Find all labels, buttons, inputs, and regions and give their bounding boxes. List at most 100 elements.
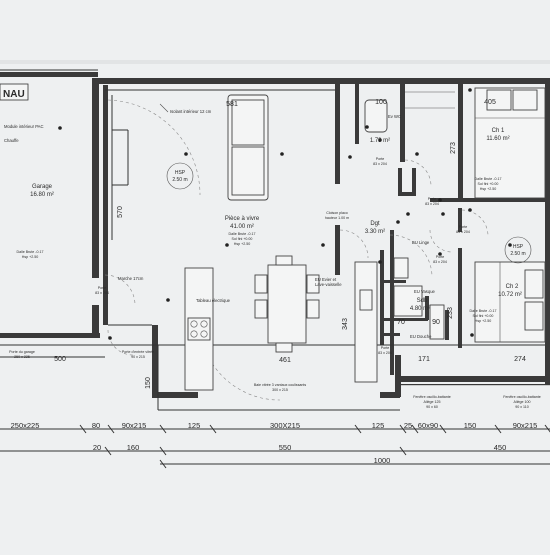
svg-text:570: 570 bbox=[117, 206, 124, 218]
interior-walls bbox=[335, 84, 546, 375]
svg-text:2.50 m: 2.50 m bbox=[172, 177, 187, 183]
svg-text:EU Vasque: EU Vasque bbox=[414, 289, 436, 294]
svg-text:Allège 100: Allège 100 bbox=[514, 400, 531, 404]
svg-text:83 x 204: 83 x 204 bbox=[378, 351, 392, 355]
dim-row1-1: 80 bbox=[92, 421, 100, 430]
svg-text:hauteur 1.00 m: hauteur 1.00 m bbox=[325, 216, 349, 220]
svg-text:90 x 110: 90 x 110 bbox=[515, 405, 529, 409]
dimension-chains: 250x225 80 90x215 125 300X215 125 25 60x… bbox=[0, 421, 550, 469]
svg-text:Dalle Brute -0.17: Dalle Brute -0.17 bbox=[17, 250, 44, 254]
svg-text:Dalle Brute -0.17: Dalle Brute -0.17 bbox=[475, 177, 502, 181]
svg-text:Cloison placo: Cloison placo bbox=[326, 211, 348, 215]
svg-text:Ch 1: Ch 1 bbox=[492, 128, 505, 134]
sofa bbox=[227, 94, 269, 201]
svg-text:Dgt: Dgt bbox=[370, 221, 380, 227]
dim-row1-9: 90x215 bbox=[513, 421, 538, 430]
svg-text:Baie vitrée 3 vantaux coulissa: Baie vitrée 3 vantaux coulissants bbox=[254, 383, 307, 387]
svg-text:Fenêtre oscillo-battante: Fenêtre oscillo-battante bbox=[503, 395, 541, 399]
svg-text:Allège 125: Allège 125 bbox=[424, 400, 441, 404]
svg-text:405: 405 bbox=[484, 99, 496, 106]
svg-text:233: 233 bbox=[447, 307, 454, 319]
dim-row2-2: 550 bbox=[279, 443, 292, 452]
hsp-marker-living: HSP 2.50 m bbox=[166, 162, 194, 190]
svg-text:83 x 204: 83 x 204 bbox=[425, 202, 439, 206]
svg-text:90: 90 bbox=[432, 319, 440, 326]
svg-text:Hsp +2.50: Hsp +2.50 bbox=[475, 319, 491, 323]
svg-text:90 x 215: 90 x 215 bbox=[131, 355, 145, 359]
svg-text:461: 461 bbox=[279, 357, 291, 364]
svg-text:41.00 m²: 41.00 m² bbox=[230, 224, 254, 230]
dining-table bbox=[254, 255, 320, 353]
svg-text:2.50 m: 2.50 m bbox=[510, 251, 525, 257]
svg-text:83 x 204: 83 x 204 bbox=[373, 162, 387, 166]
svg-text:Ev WC: Ev WC bbox=[388, 114, 401, 119]
electrical-points bbox=[58, 88, 512, 340]
room-sdb: Sdb 4.80 m² bbox=[410, 298, 430, 312]
room-dgt: Dgt 3.30 m² bbox=[365, 221, 385, 235]
svg-text:171: 171 bbox=[418, 356, 430, 363]
svg-text:Hsp +2.50: Hsp +2.50 bbox=[480, 187, 496, 191]
room-ch2: Ch 2 10.72 m² Dalle Brute -0.17 Sol fini… bbox=[470, 284, 522, 323]
dim-row2-1: 160 bbox=[127, 443, 140, 452]
svg-text:HSP: HSP bbox=[175, 170, 186, 176]
title-box bbox=[0, 83, 29, 101]
svg-text:Tableau électrique: Tableau électrique bbox=[196, 298, 231, 303]
svg-text:Garage: Garage bbox=[32, 184, 53, 190]
svg-text:343: 343 bbox=[342, 318, 349, 330]
svg-text:Lave-vaisselle: Lave-vaisselle bbox=[315, 282, 342, 287]
svg-text:Dalle Brute -0.17: Dalle Brute -0.17 bbox=[470, 309, 497, 313]
svg-text:3.30 m²: 3.30 m² bbox=[365, 229, 385, 235]
outer-walls bbox=[0, 72, 550, 398]
svg-text:EU Evier et: EU Evier et bbox=[315, 277, 337, 282]
paper-fold-shade bbox=[0, 60, 550, 64]
svg-text:Marche 17cm: Marche 17cm bbox=[118, 276, 144, 281]
svg-text:150: 150 bbox=[145, 377, 152, 389]
inner-dimensions: 570 461 343 100 405 273 274 171 90 70 23… bbox=[54, 99, 526, 389]
dim-row1-3: 125 bbox=[188, 421, 201, 430]
secondary-lines bbox=[0, 69, 545, 411]
svg-text:Hsp +2.50: Hsp +2.50 bbox=[234, 242, 250, 246]
bed-ch1 bbox=[474, 87, 546, 199]
svg-text:Hsp +2.50: Hsp +2.50 bbox=[22, 255, 38, 259]
svg-text:Chauffe: Chauffe bbox=[4, 138, 19, 143]
dim-row1-7: 60x90 bbox=[418, 421, 438, 430]
svg-text:Isolant intérieur 12 cm: Isolant intérieur 12 cm bbox=[170, 109, 212, 114]
dim-row1-6: 25 bbox=[404, 421, 412, 430]
svg-text:83 x 204: 83 x 204 bbox=[456, 230, 470, 234]
svg-text:Sol fini +0.00: Sol fini +0.00 bbox=[478, 182, 499, 186]
svg-text:90 x 60: 90 x 60 bbox=[426, 405, 438, 409]
svg-text:Porte d'entrée vitrée: Porte d'entrée vitrée bbox=[122, 350, 154, 354]
dim-row1-0: 250x225 bbox=[11, 421, 40, 430]
svg-text:273: 273 bbox=[450, 142, 457, 154]
bathroom-fixtures bbox=[364, 99, 445, 340]
svg-text:100: 100 bbox=[375, 99, 387, 106]
dim-row2-3: 450 bbox=[494, 443, 507, 452]
svg-text:Porte: Porte bbox=[98, 286, 107, 290]
svg-text:Sdb: Sdb bbox=[417, 298, 428, 304]
room-wc: 1.73 m² bbox=[370, 138, 390, 144]
svg-text:EU Linge: EU Linge bbox=[412, 240, 430, 245]
svg-text:Porte: Porte bbox=[459, 225, 468, 229]
title-fragment: NAU bbox=[3, 89, 25, 100]
kitchen-units bbox=[184, 261, 378, 391]
svg-text:4.80 m²: 4.80 m² bbox=[410, 306, 430, 312]
svg-text:83 x 204: 83 x 204 bbox=[95, 291, 109, 295]
svg-text:Ch 2: Ch 2 bbox=[506, 284, 519, 290]
room-ch1: Ch 1 11.60 m² Dalle Brute -0.17 Sol fini… bbox=[475, 128, 510, 191]
svg-text:Fenêtre oscillo-battante: Fenêtre oscillo-battante bbox=[413, 395, 451, 399]
svg-text:1.73 m²: 1.73 m² bbox=[370, 138, 390, 144]
svg-text:581: 581 bbox=[226, 101, 238, 108]
bed-ch2 bbox=[474, 261, 546, 343]
svg-text:83 x 204: 83 x 204 bbox=[433, 260, 447, 264]
svg-text:70: 70 bbox=[397, 319, 405, 326]
svg-text:Porte: Porte bbox=[376, 157, 385, 161]
svg-text:Porte: Porte bbox=[428, 197, 437, 201]
svg-text:300 x 215: 300 x 215 bbox=[272, 388, 288, 392]
plan-annotations: Isolant intérieur 12 cm Module intérieur… bbox=[4, 103, 541, 409]
hsp-marker-ch2: HSP 2.50 m bbox=[504, 236, 532, 264]
svg-text:Dalle Brute -0.17: Dalle Brute -0.17 bbox=[229, 232, 256, 236]
svg-text:HSP: HSP bbox=[513, 244, 524, 250]
svg-text:500: 500 bbox=[54, 356, 66, 363]
